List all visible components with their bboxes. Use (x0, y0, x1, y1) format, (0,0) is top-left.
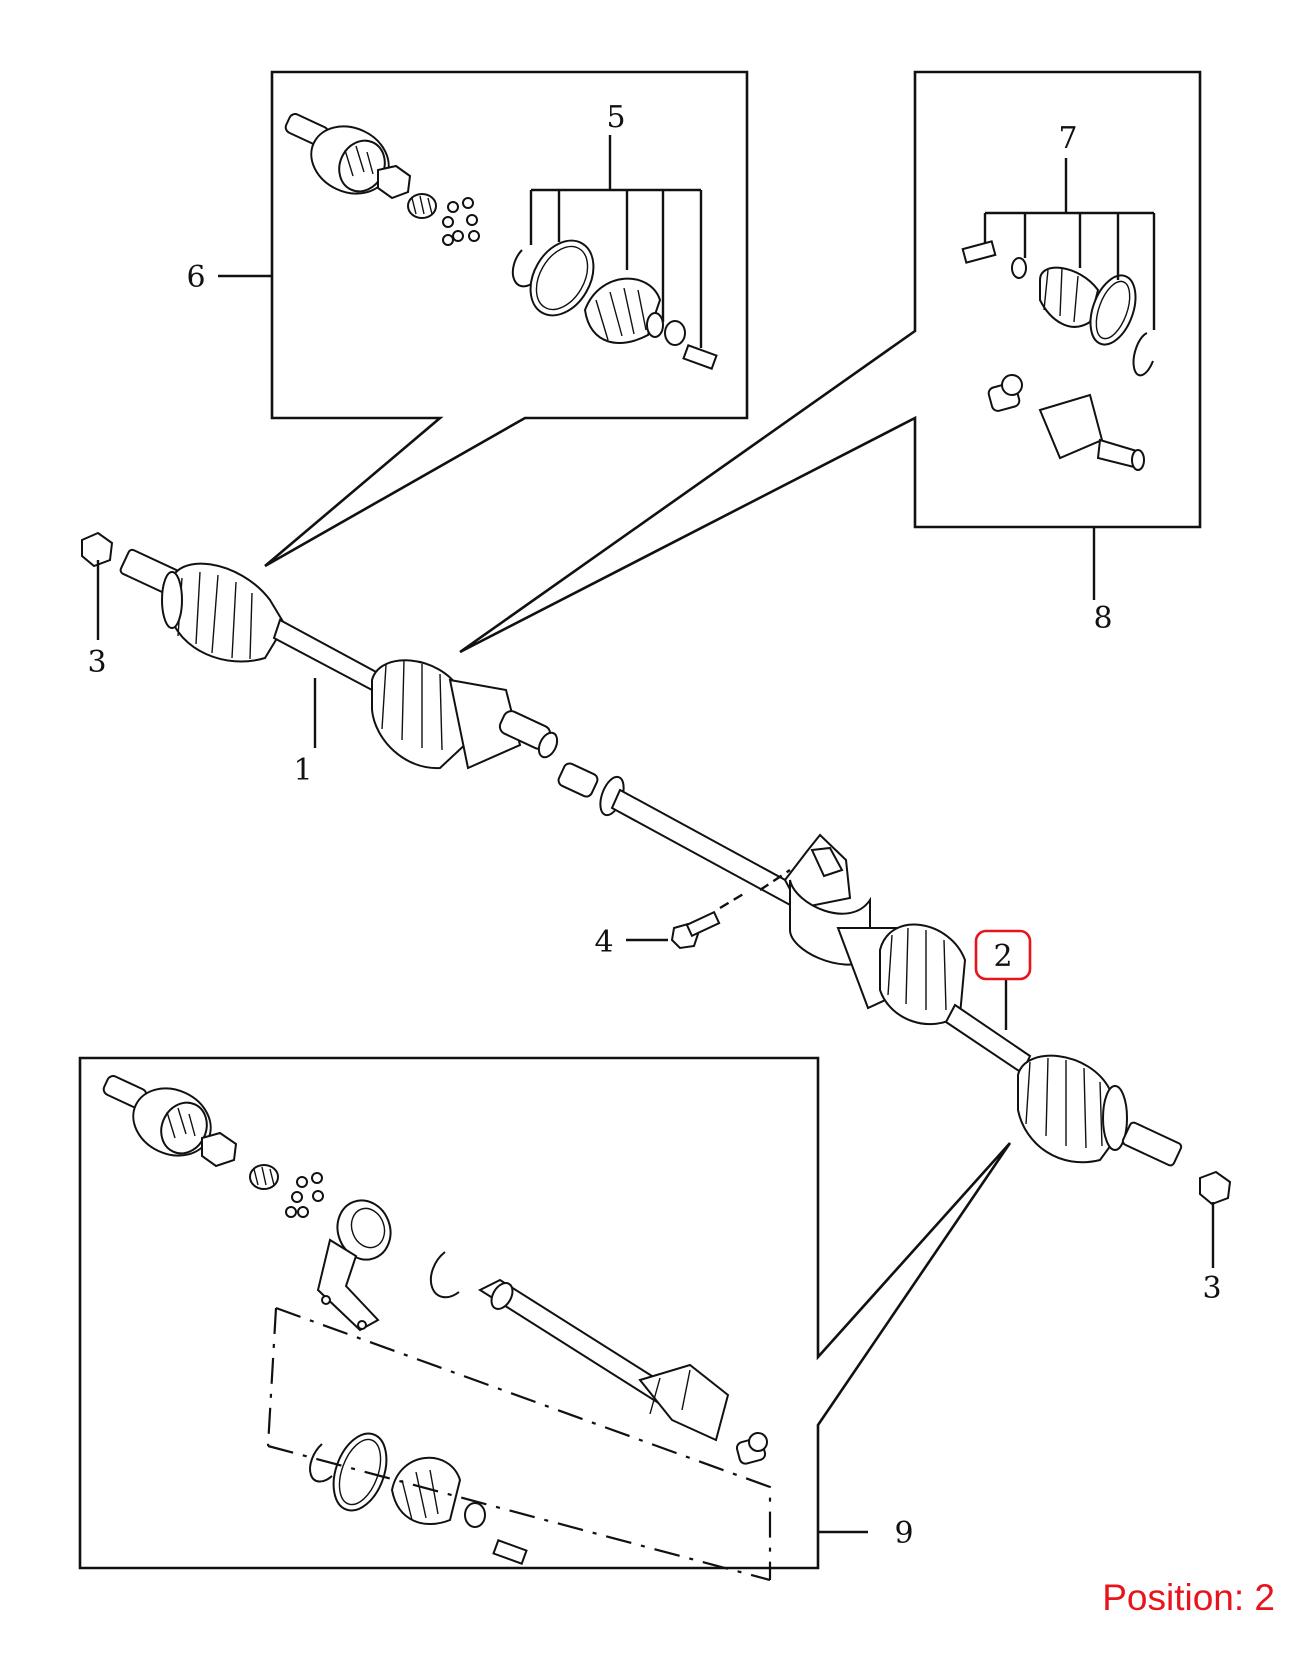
right-shaft (944, 1003, 1032, 1075)
callout-3-left: 3 (87, 645, 106, 680)
callout-2: 2 (993, 939, 1012, 974)
nut-part (377, 164, 412, 200)
inner-race-part (407, 193, 437, 219)
cv-boot-part (390, 1456, 462, 1525)
outer-cv-joint-part (102, 1075, 212, 1157)
callout-3-right: 3 (1202, 1271, 1221, 1306)
hub-nut-left (81, 531, 114, 568)
callout-6: 6 (186, 260, 205, 295)
inner-cv-joint-left (371, 659, 559, 770)
callout-7: 7 (1058, 121, 1077, 156)
boot-band-large-part (529, 239, 595, 317)
inner-cv-joint-right (836, 923, 967, 1025)
circlip-part (429, 1251, 460, 1299)
callout-4: 4 (594, 925, 613, 960)
circlip-part (309, 1443, 333, 1483)
circlip-part (511, 249, 537, 288)
right-intermediate-shaft (610, 788, 802, 908)
nut-part (201, 1131, 238, 1168)
hub-nut-right (1199, 1170, 1232, 1206)
leader-lines (96, 274, 1215, 1268)
inner-tripod-housing-part (1038, 393, 1145, 471)
left-drive-shaft-assembly (81, 531, 559, 770)
outer-cv-joint-left (161, 562, 287, 663)
position-label: Position: 2 (1102, 1577, 1275, 1618)
grease-pack-part (682, 344, 718, 370)
outer-cv-joint-right (1017, 1054, 1183, 1167)
boot-band-small-part (664, 320, 686, 346)
support-bracket-part (316, 1199, 392, 1332)
ball-bearings-part (442, 197, 480, 246)
outer-cv-joint-part (284, 113, 390, 195)
kit-group-outline (266, 1306, 772, 1582)
callout-9: 9 (894, 1516, 913, 1551)
left-shaft (272, 618, 380, 692)
right-drive-shaft-assembly (557, 762, 1232, 1206)
o-ring-part (1011, 257, 1027, 279)
grease-pack-part (961, 240, 997, 264)
inset-inner-joint-kit-right (459, 70, 1202, 654)
intermediate-shaft-part (477, 1278, 730, 1442)
tripod-part (987, 374, 1023, 412)
callout-2-highlight (974, 929, 1032, 981)
cv-boot-part (583, 277, 664, 344)
callout-8: 8 (1093, 601, 1112, 636)
tripod-part (735, 1432, 768, 1465)
boot-band-small-part (464, 1502, 486, 1528)
circlip-part (1132, 332, 1154, 377)
callout-1: 1 (293, 753, 312, 788)
inset-outer-joint-kit-left (264, 70, 749, 568)
callout-5: 5 (606, 100, 625, 135)
inset-drive-shaft-kit-bottom (78, 1056, 1012, 1582)
inner-race-part (249, 1164, 279, 1190)
boot-band-large-part (1089, 274, 1137, 346)
grease-pack-part (492, 1539, 528, 1565)
bracket-bolt (670, 869, 791, 950)
ball-bearings-part (285, 1172, 324, 1218)
